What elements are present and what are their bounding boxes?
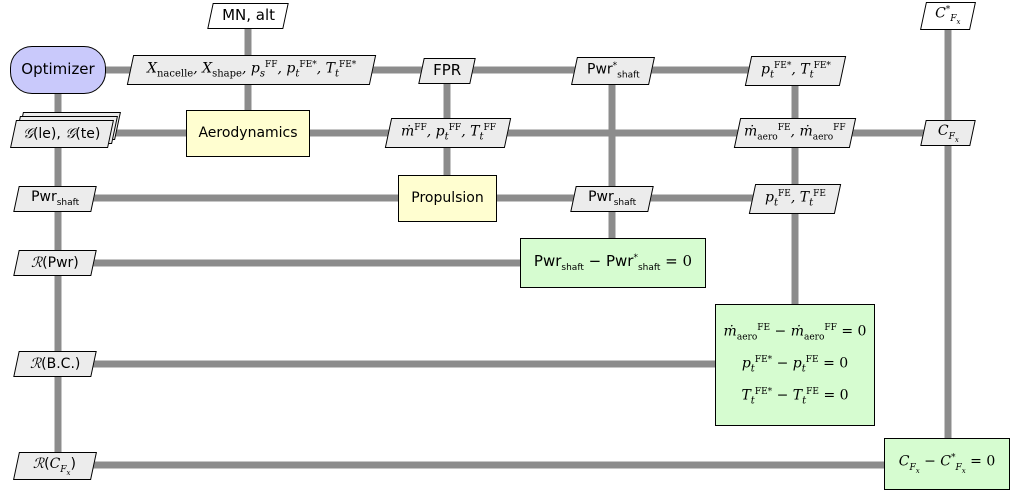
- cfx-label: CFx: [937, 122, 959, 144]
- design-vars-label: Xnacelle, Xshape, psFF, ptFE*, TtFE*: [146, 60, 357, 80]
- res-bc-node[interactable]: ℛ(B.C.): [13, 351, 97, 377]
- pwr-shaft-mid-label: Pwrshaft: [587, 189, 637, 209]
- cfx-node[interactable]: CFx: [920, 120, 976, 146]
- fpr-node[interactable]: FPR: [418, 58, 476, 84]
- design-vars-node[interactable]: Xnacelle, Xshape, psFF, ptFE*, TtFE*: [126, 55, 377, 85]
- pwr-shaft-target-node[interactable]: Pwr*shaft: [571, 57, 655, 85]
- optimizer-node[interactable]: Optimizer: [10, 46, 106, 94]
- pwr-shaft-left-node[interactable]: Pwrshaft: [13, 186, 97, 212]
- cfx-target-label: C*Fx: [935, 5, 961, 27]
- input-cfx-target[interactable]: C*Fx: [920, 2, 976, 30]
- pt-tt-fe-label: ptFE, TtFE: [764, 189, 826, 209]
- fpr-label: FPR: [432, 61, 462, 80]
- mdot-aero-node[interactable]: ṁaeroFE, ṁaeroFF: [733, 118, 857, 148]
- pwr-balance-label: Pwrshaft − Pwr*shaft = 0: [533, 251, 693, 273]
- cfx-balance-component[interactable]: CFx − C*Fx = 0: [884, 438, 1010, 490]
- bc-eq2-label: ptFE* − ptFE = 0: [741, 354, 849, 375]
- geometry-node[interactable]: 𝒢(le), 𝒢(te): [10, 120, 114, 148]
- res-cfx-label: ℛ(CFx): [33, 455, 77, 477]
- pt-tt-target-label: ptFE*, TtFE*: [760, 61, 831, 81]
- ff-state-node[interactable]: ṁFF, ptFF, TtFF: [384, 118, 512, 148]
- bc-eq3-label: TtFE* − TtFE = 0: [741, 386, 849, 407]
- aerodynamics-component[interactable]: Aerodynamics: [186, 110, 310, 157]
- bc-balance-component[interactable]: ṁaeroFE − ṁaeroFF = 0 ptFE* − ptFE = 0 T…: [715, 304, 875, 426]
- pwr-shaft-target-label: Pwr*shaft: [586, 61, 640, 81]
- mn-alt-label: MN, alt: [221, 6, 275, 25]
- pwr-shaft-left-label: Pwrshaft: [30, 189, 80, 209]
- pwr-shaft-mid-node[interactable]: Pwrshaft: [570, 186, 654, 212]
- ff-state-label: ṁFF, ptFF, TtFF: [400, 123, 496, 143]
- propulsion-label: Propulsion: [411, 190, 484, 207]
- aerodynamics-label: Aerodynamics: [198, 125, 298, 142]
- bc-eq1-label: ṁaeroFE − ṁaeroFF = 0: [723, 323, 867, 343]
- res-pwr-node[interactable]: ℛ(Pwr): [13, 250, 97, 276]
- optimizer-label: Optimizer: [21, 60, 95, 79]
- cfx-balance-label: CFx − C*Fx = 0: [898, 453, 996, 475]
- res-cfx-node[interactable]: ℛ(CFx): [13, 452, 97, 480]
- input-mn-alt[interactable]: MN, alt: [207, 3, 289, 29]
- geometry-label: 𝒢(le), 𝒢(te): [23, 125, 101, 142]
- propulsion-component[interactable]: Propulsion: [398, 175, 497, 222]
- res-bc-label: ℛ(B.C.): [29, 355, 81, 372]
- pwr-balance-component[interactable]: Pwrshaft − Pwr*shaft = 0: [520, 238, 706, 288]
- mdot-aero-label: ṁaeroFE, ṁaeroFF: [744, 123, 846, 143]
- pt-tt-fe-node[interactable]: ptFE, TtFE: [748, 184, 842, 214]
- pt-tt-target-node[interactable]: ptFE*, TtFE*: [744, 56, 847, 86]
- res-pwr-label: ℛ(Pwr): [31, 254, 79, 271]
